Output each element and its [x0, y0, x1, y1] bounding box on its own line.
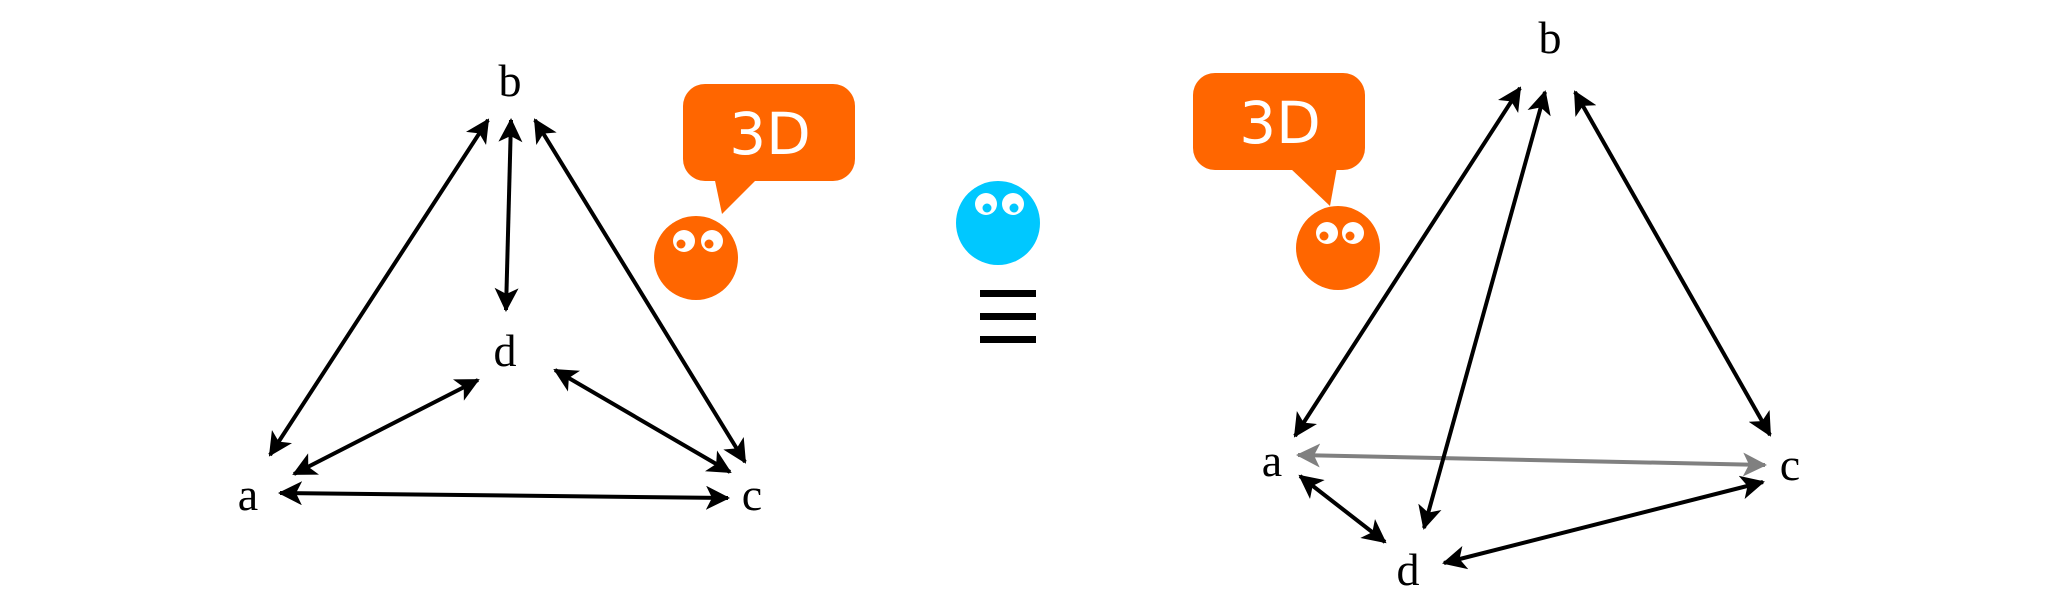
speech-bubble: [683, 84, 855, 181]
node-label-c: c: [1780, 439, 1800, 490]
node-label-a: a: [238, 469, 258, 520]
right-graph: b a c d 3D: [1193, 12, 1800, 595]
right-graph-edges: [1293, 86, 1772, 570]
equivalence-symbol: ≡: [980, 290, 1036, 343]
speech-bubble-tail: [714, 176, 758, 214]
edge-b-c: [1573, 90, 1772, 437]
node-label-a: a: [1262, 435, 1282, 486]
edge-b-d: [1418, 90, 1551, 530]
speech-bubble-text: 3D: [1239, 89, 1321, 157]
speech-bubble: [1193, 73, 1365, 170]
edge-a-d: [1298, 474, 1387, 544]
edge-a-b: [268, 118, 490, 457]
orange-character-left: 3D: [654, 84, 855, 300]
edge-b-d: [494, 118, 523, 312]
speech-bubble-tail: [1290, 162, 1338, 206]
left-graph: b d a c 3D: [238, 55, 855, 520]
edge-a-c: [278, 481, 730, 510]
eyes-icon: [673, 230, 723, 252]
edge-a-d: [292, 378, 480, 476]
edge-d-c: [1442, 475, 1765, 570]
edge-d-c: [553, 368, 732, 474]
node-label-d: d: [494, 325, 517, 376]
node-label-d: d: [1397, 544, 1420, 595]
speech-bubble-text: 3D: [729, 100, 811, 168]
eyes-icon: [1316, 222, 1364, 244]
left-graph-edges: [268, 118, 747, 510]
node-label-b: b: [1539, 12, 1562, 63]
cyan-character: [956, 181, 1040, 265]
node-label-c: c: [742, 469, 762, 520]
character-body: [956, 181, 1040, 265]
character-body: [1296, 206, 1380, 290]
character-body: [654, 216, 738, 300]
eyes-icon: [975, 193, 1024, 215]
edge-a-c: [1296, 443, 1767, 477]
node-label-b: b: [499, 55, 522, 106]
orange-character-right: 3D: [1193, 73, 1380, 290]
